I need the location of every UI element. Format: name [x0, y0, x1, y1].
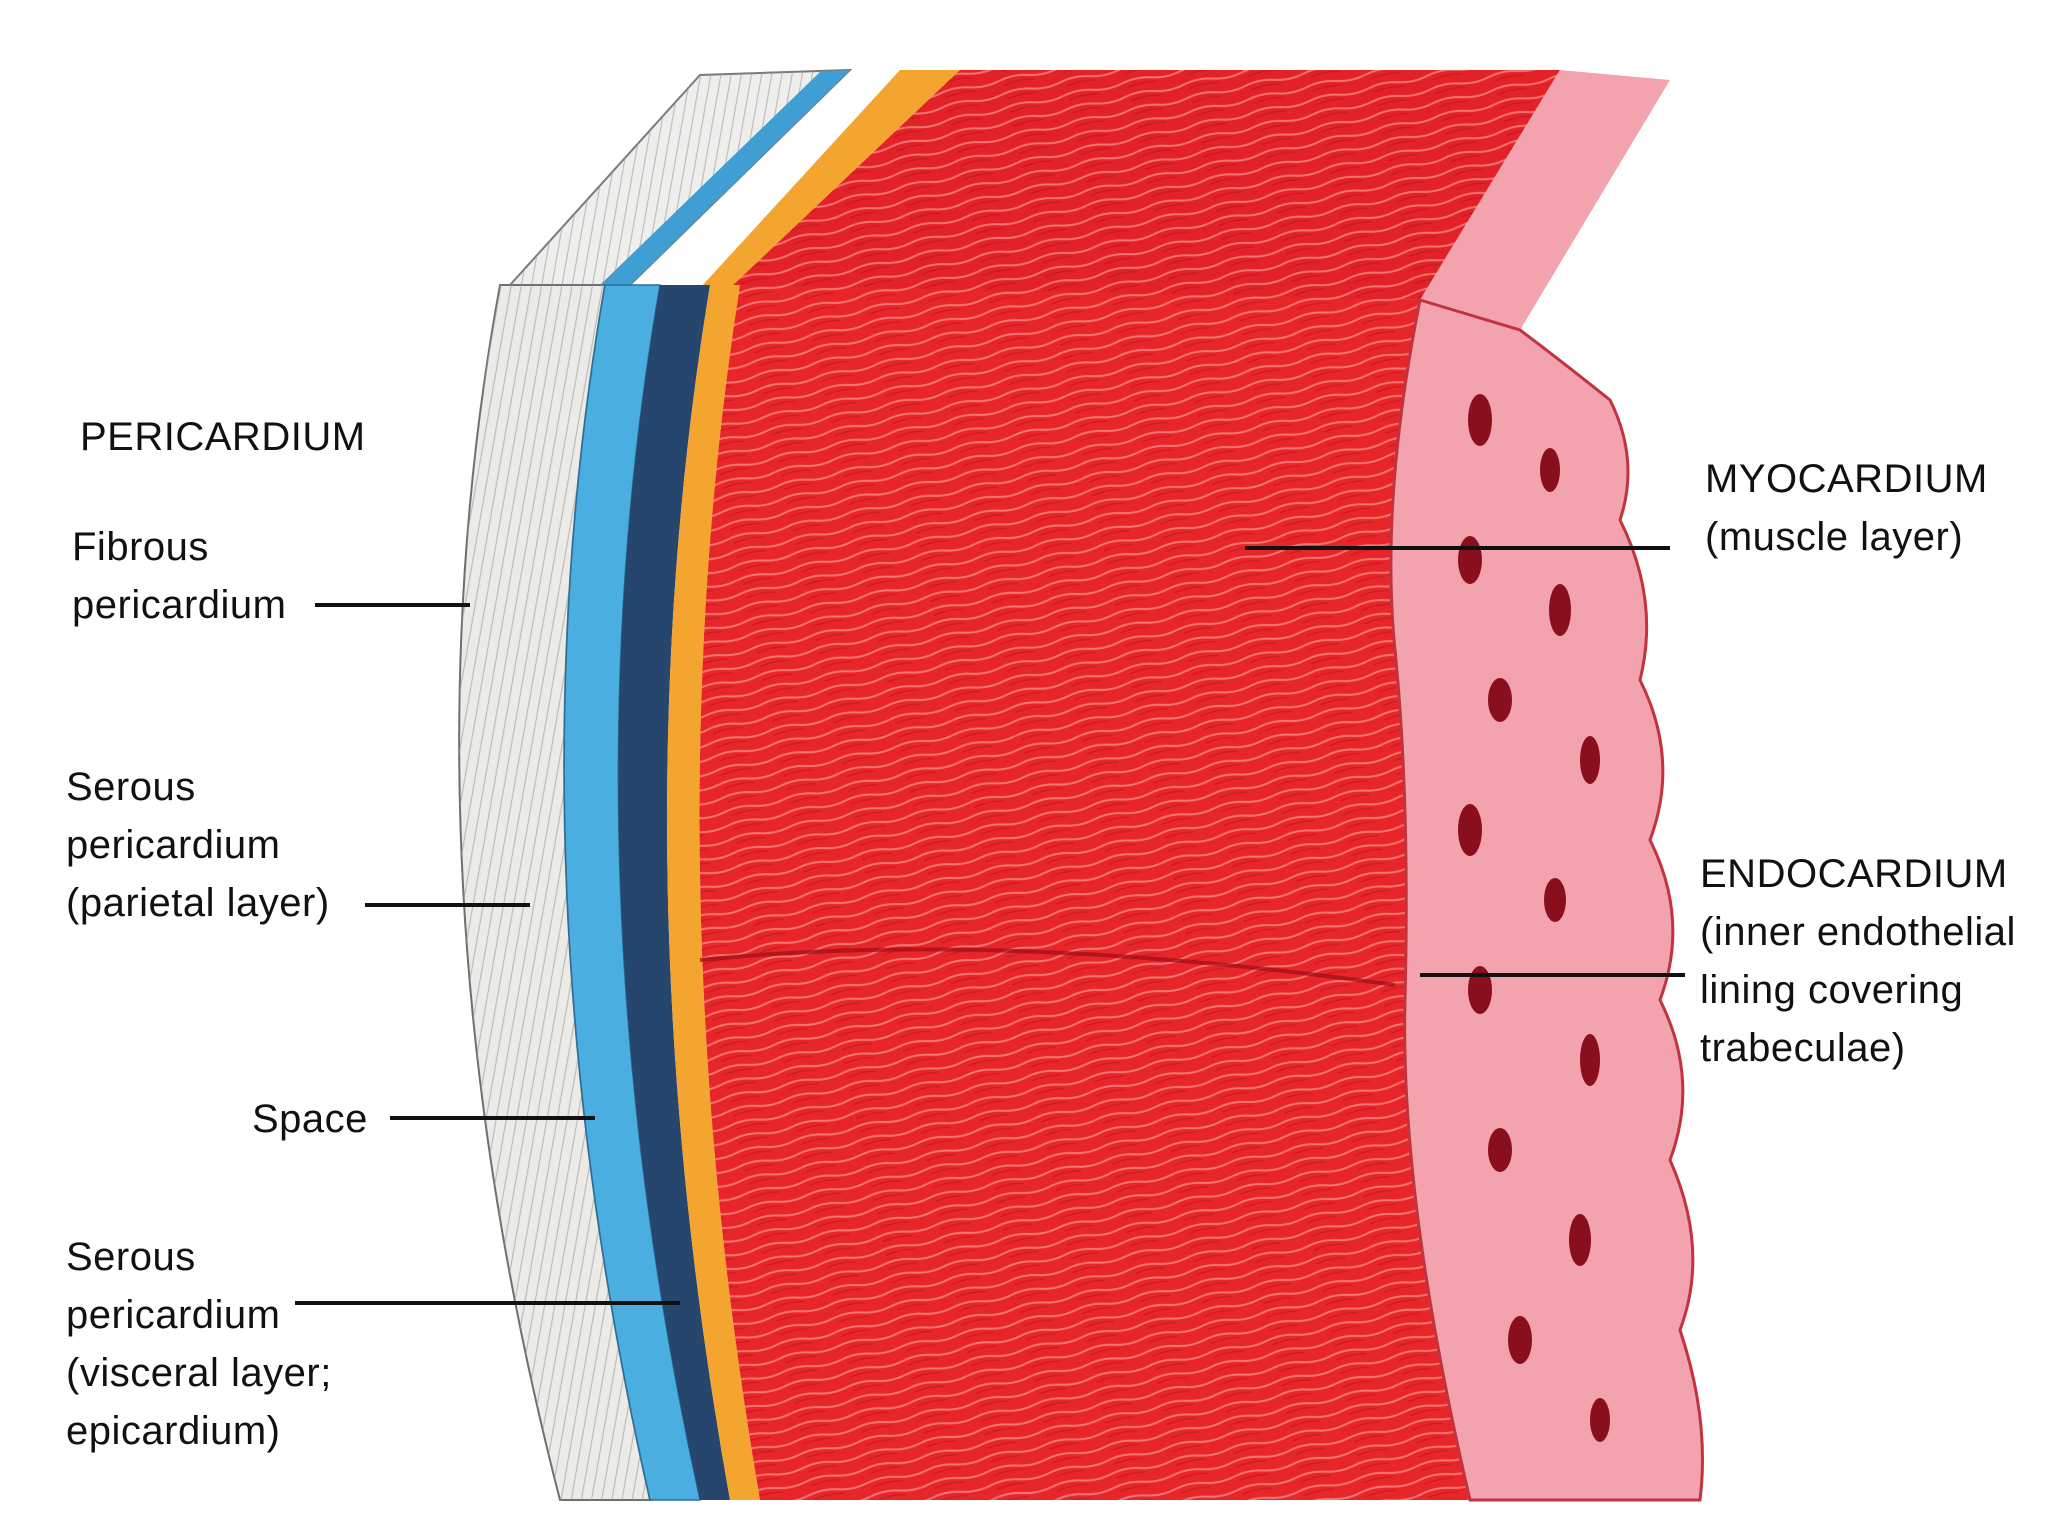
fibrous-line-1: Fibrous: [72, 525, 209, 569]
fibrous-pericardium-label: Fibrous pericardium: [72, 518, 286, 634]
pericardial-space-layer: [618, 285, 730, 1500]
serous-visceral-label: Serous pericardium (visceral layer; epic…: [66, 1228, 332, 1460]
visceral-line-2: pericardium: [66, 1293, 281, 1337]
trabeculae-holes: [1458, 394, 1610, 1442]
leader-lines: [295, 546, 1685, 1305]
top-face: [507, 68, 1670, 330]
space-label: Space: [252, 1097, 368, 1141]
endocardium-label: ENDOCARDIUM (inner endothelial lining co…: [1700, 845, 2016, 1077]
serous-parietal-label: Serous pericardium (parietal layer): [66, 758, 330, 932]
myocardium-label: MYOCARDIUM (muscle layer): [1705, 450, 1988, 566]
endocardium-line-3: lining covering: [1700, 968, 1964, 1012]
myocardium-line-1: MYOCARDIUM: [1705, 457, 1988, 501]
visceral-line-1: Serous: [66, 1235, 196, 1279]
endocardium-line-2: (inner endothelial: [1700, 910, 2016, 954]
myocardium-line-2: (muscle layer): [1705, 515, 1964, 559]
parietal-line-2: pericardium: [66, 823, 281, 867]
epicardium-layer: [667, 285, 760, 1500]
fibrous-line-2: pericardium: [72, 583, 287, 627]
endocardium-line-4: trabeculae): [1700, 1026, 1906, 1070]
parietal-line-1: Serous: [66, 765, 196, 809]
visceral-line-3: (visceral layer;: [66, 1351, 332, 1395]
visceral-line-4: epicardium): [66, 1409, 281, 1453]
endocardium-line-1: ENDOCARDIUM: [1700, 852, 2008, 896]
parietal-line-3: (parietal layer): [66, 881, 330, 925]
pericardium-heading: PERICARDIUM: [80, 415, 366, 459]
